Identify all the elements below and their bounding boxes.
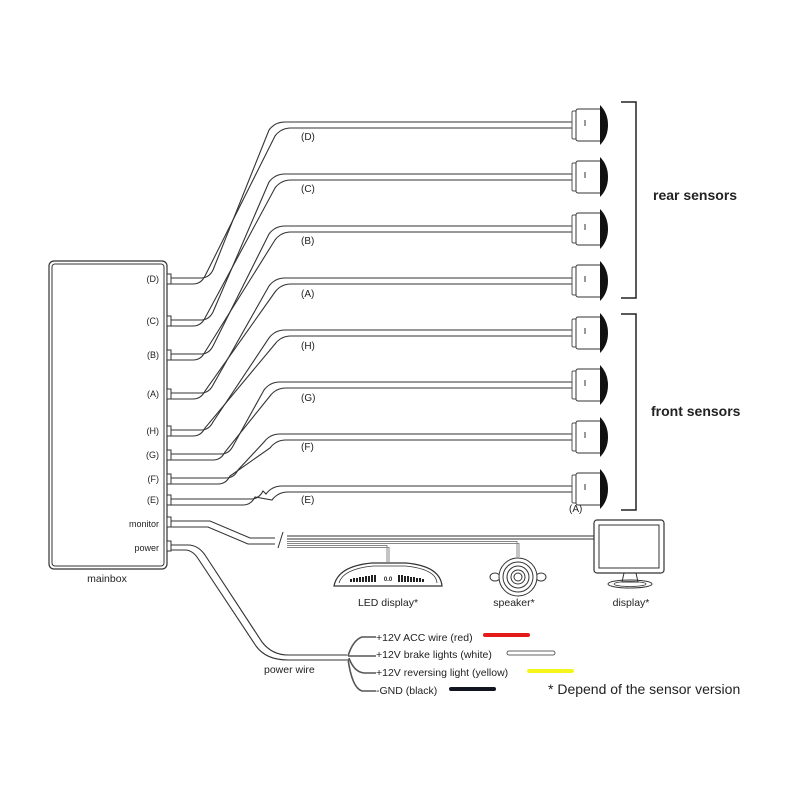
port-power (166, 540, 172, 552)
sensor-cable-d (171, 127, 578, 285)
port-b (166, 349, 172, 361)
sensor-e (571, 469, 608, 509)
cable-label-d: (D) (301, 132, 315, 143)
cable-label-b: (B) (301, 236, 314, 247)
port-d (166, 273, 172, 285)
port-label-h: (H) (147, 426, 160, 436)
wire-label-acc: +12V ACC wire (red) (376, 632, 473, 644)
led-reading: 0.0 (384, 577, 393, 583)
led-bar (398, 575, 400, 582)
display-monitor: display* (593, 519, 665, 609)
led-bar (359, 577, 361, 582)
port-label-g: (G) (146, 450, 159, 460)
port-a (166, 388, 172, 400)
port-label-e: (E) (147, 495, 159, 505)
power-harness: power wire +12V ACC wire (red) +12V brak… (171, 544, 574, 697)
monitor-harness (171, 520, 596, 562)
port-h (166, 425, 172, 437)
sensor-cable-f (171, 433, 578, 479)
sensor-cable-c (171, 173, 578, 321)
sensor-cable-g (171, 387, 578, 461)
sensor-cable-c (171, 179, 578, 327)
mainbox-label: mainbox (87, 573, 127, 585)
footnote: * Depend of the sensor version (548, 681, 740, 697)
led-bar (410, 577, 412, 582)
port-label-f: (F) (148, 474, 160, 484)
wire-swatch-white (506, 650, 556, 656)
cable-label-f: (F) (301, 442, 314, 453)
sensor-b (571, 209, 608, 249)
port-f (166, 473, 172, 485)
wire-swatch-yellow (527, 669, 574, 673)
wire-swatch-red (483, 633, 530, 637)
sensor-f (571, 417, 608, 457)
sensor-cable-f (171, 439, 578, 485)
port-label-power: power (134, 543, 159, 553)
front-sensors-bracket: front sensors (621, 313, 741, 511)
port-monitor (166, 516, 172, 528)
cable-label-a: (A) (301, 289, 314, 300)
port-labels: (D) (C) (B) (A) (H) (G) (F) (E) monitor … (129, 274, 159, 553)
sensor-cable-h (171, 335, 578, 437)
led-bar (374, 575, 376, 582)
sensor-g (571, 365, 608, 405)
speaker-label: speaker* (493, 597, 534, 609)
cable-labels: (D) (C) (B) (A) (H) (G) (F) (E) (A) (301, 132, 582, 515)
sensors (571, 105, 608, 509)
led-bar (419, 578, 421, 582)
wire-label-gnd: -GND (black) (376, 685, 437, 697)
sensor-cable-e (171, 491, 578, 506)
port-label-a: (A) (147, 389, 159, 399)
speaker: speaker* (489, 557, 547, 609)
front-sensors-label: front sensors (651, 403, 741, 419)
sensor-cables (171, 121, 578, 506)
wire-swatch-black (449, 687, 496, 691)
rear-sensors-bracket: rear sensors (621, 101, 737, 299)
cable-label-g: (G) (301, 393, 315, 404)
rear-sensors-label: rear sensors (653, 187, 737, 203)
sensor-cable-b (171, 225, 578, 355)
cable-label-c: (C) (301, 184, 315, 195)
sensor-cable-d (171, 121, 578, 279)
wire-label-reversing: +12V reversing light (yellow) (376, 667, 508, 679)
port-label-monitor: monitor (129, 519, 159, 529)
led-bar (407, 576, 409, 582)
mainbox: mainbox (48, 260, 168, 585)
led-display-label: LED display* (358, 597, 418, 609)
port-g (166, 449, 172, 461)
led-bar (350, 579, 352, 582)
led-bar (362, 577, 364, 582)
port-e (166, 494, 172, 506)
port-label-b: (B) (147, 350, 159, 360)
sensor-a (571, 261, 608, 301)
led-bar (353, 578, 355, 582)
led-bar (356, 578, 358, 582)
led-display: 0.0 LED display* (333, 562, 443, 609)
sensor-c (571, 157, 608, 197)
port-c (166, 315, 172, 327)
sensor-cable-b (171, 231, 578, 361)
port-label-c: (C) (147, 316, 160, 326)
led-bar (368, 576, 370, 582)
led-bar (365, 576, 367, 582)
led-bar (422, 579, 424, 582)
led-bar (413, 577, 415, 582)
led-bar (404, 576, 406, 582)
led-bar (401, 575, 403, 582)
sensor-h (571, 313, 608, 353)
sensor-cable-h (171, 329, 578, 431)
port-label-d: (D) (147, 274, 160, 284)
power-wire-label: power wire (264, 664, 315, 676)
cable-label-e: (E) (301, 495, 314, 506)
led-bar (371, 575, 373, 582)
ports (166, 273, 172, 552)
led-bar (416, 578, 418, 582)
sensor-cable-a (171, 283, 578, 400)
display-label: display* (613, 597, 650, 609)
wire-label-brake: +12V brake lights (white) (376, 649, 492, 661)
led-bars (350, 575, 424, 582)
cable-label-h: (H) (301, 341, 315, 352)
sensor-d (571, 105, 608, 145)
sensor-tag: (A) (569, 504, 582, 515)
